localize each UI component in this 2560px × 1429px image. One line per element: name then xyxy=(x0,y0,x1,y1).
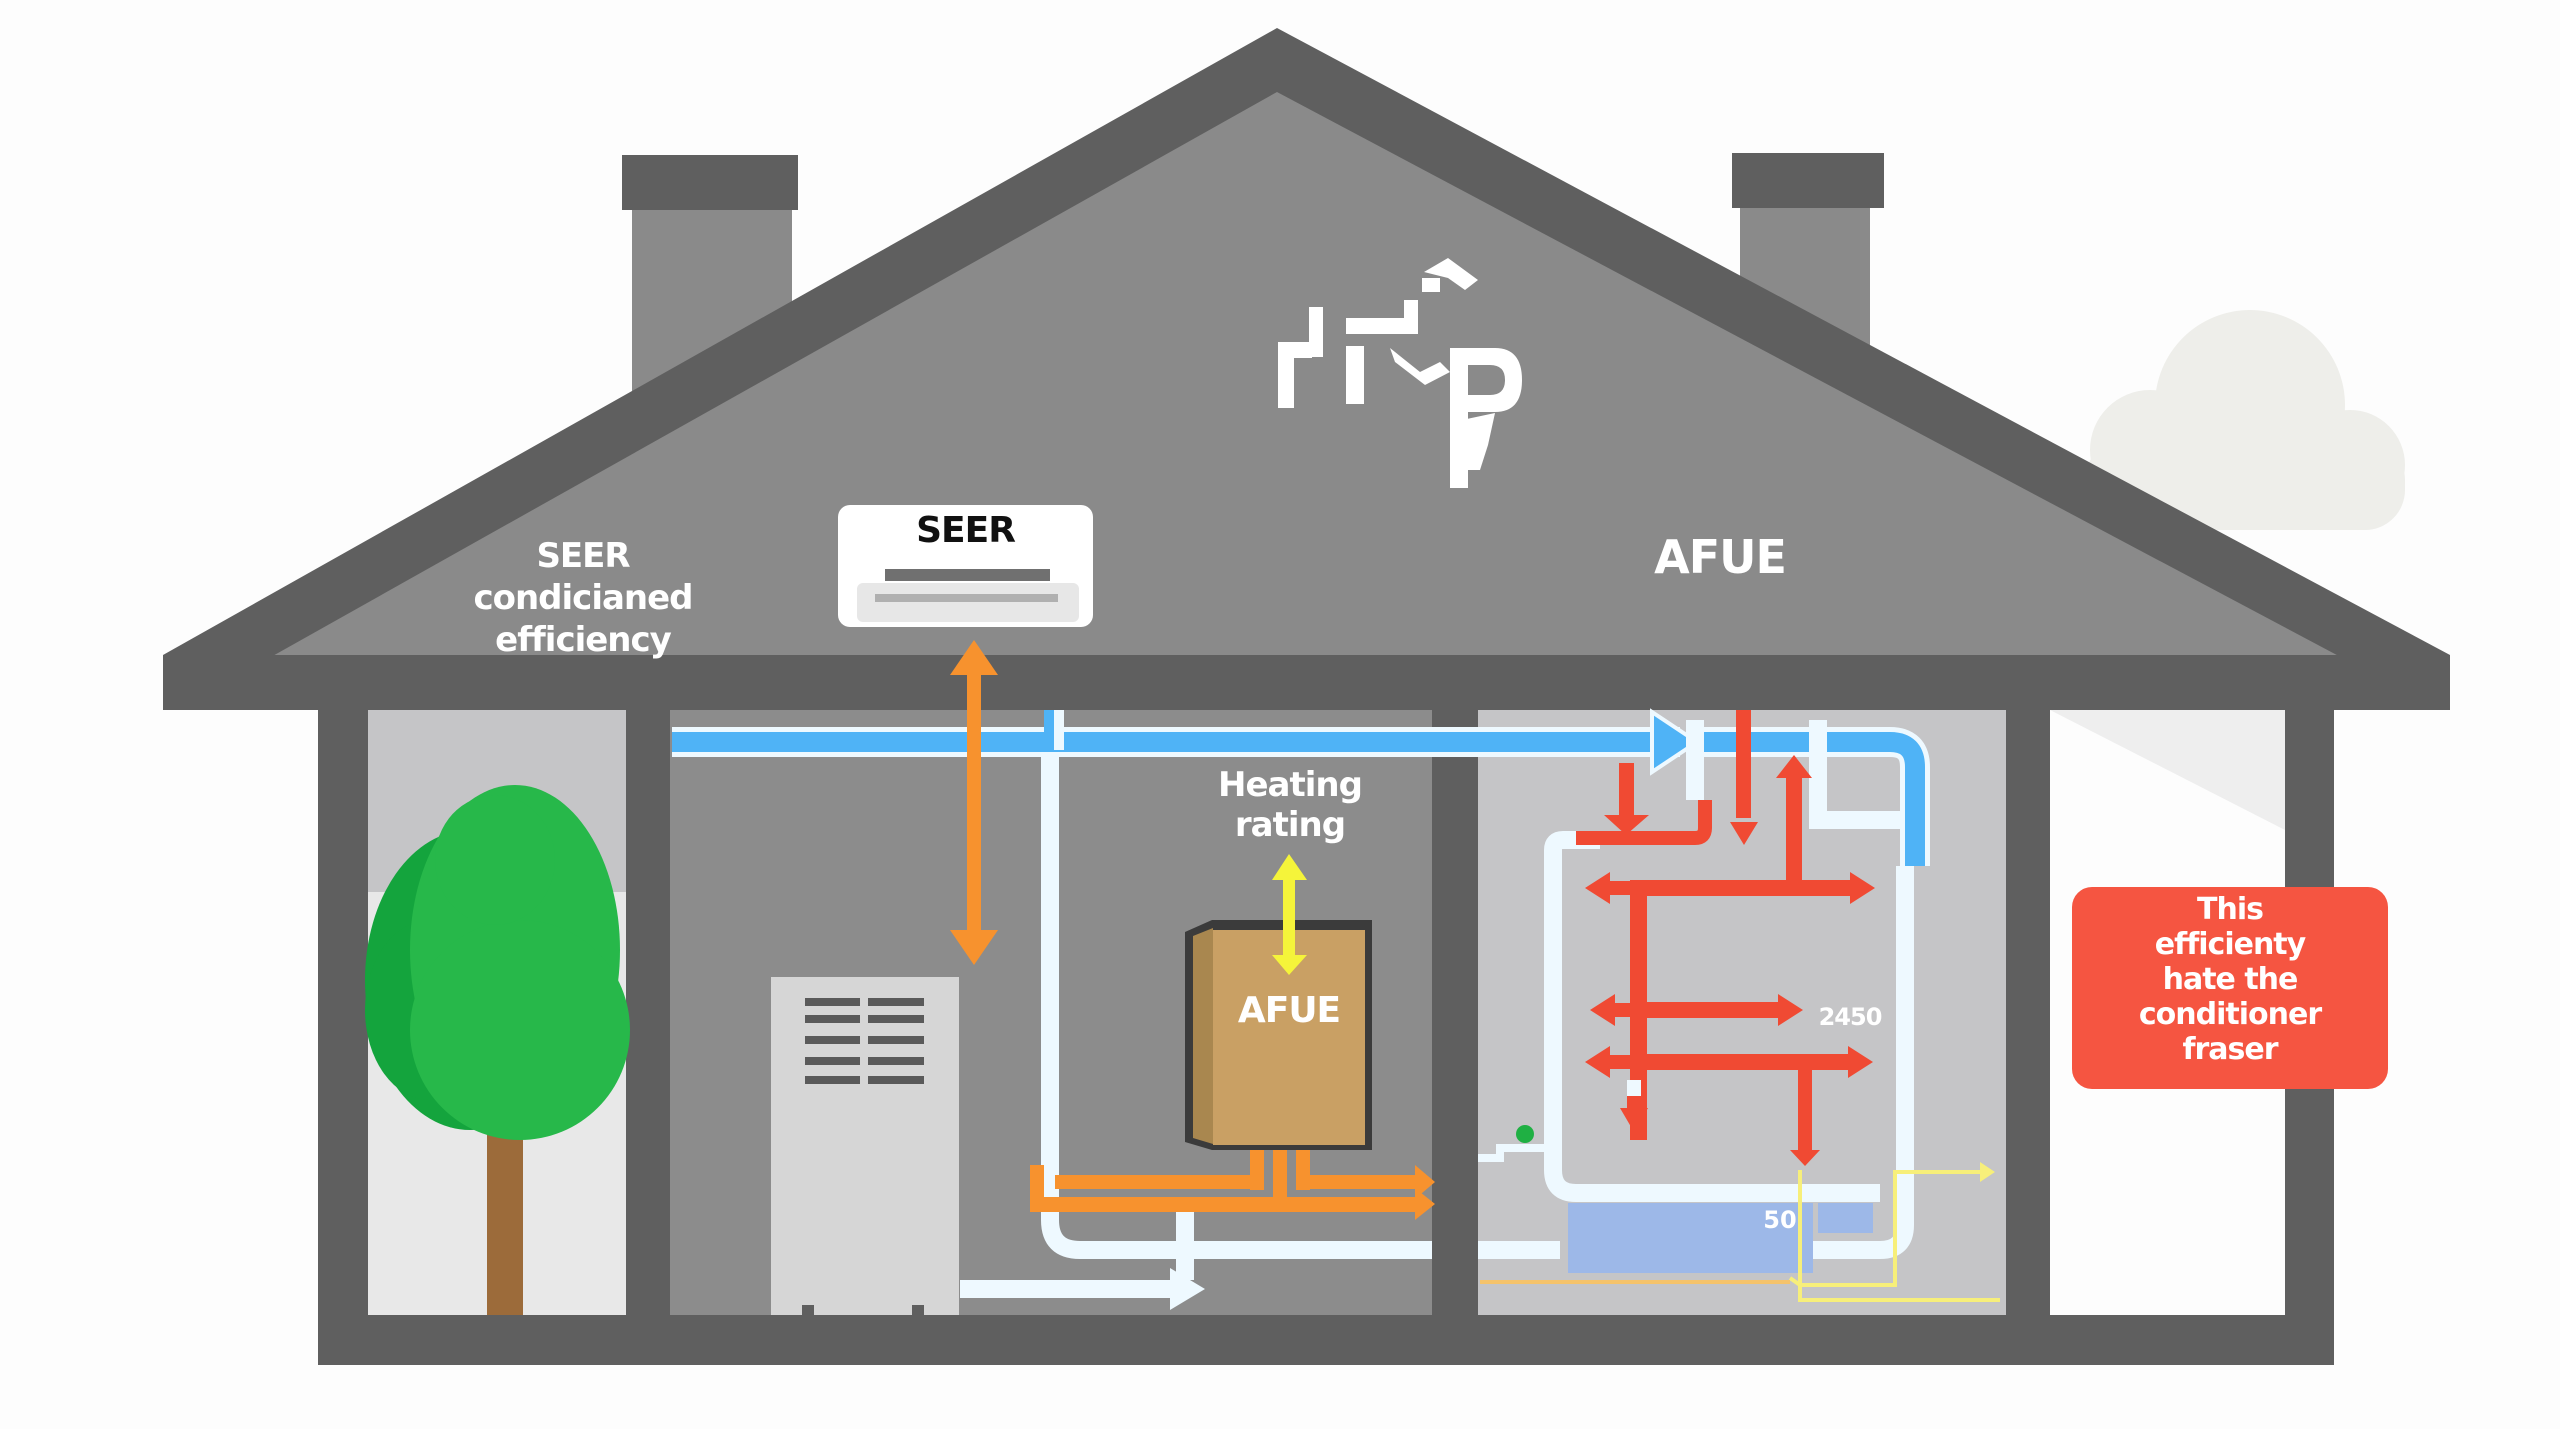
air-handler-unit xyxy=(771,977,959,1315)
attic-left-line-1: SEER xyxy=(536,536,630,576)
callout-line-3: hate the xyxy=(2162,962,2299,997)
logo-glyph-icon xyxy=(1278,258,1522,488)
ac-unit-label: SEER xyxy=(916,510,1016,551)
attic-left-line-3: efficiency xyxy=(495,620,672,660)
furnace-box xyxy=(1185,920,1372,1150)
orange-vertical-pipe xyxy=(967,650,981,940)
supply-air-duct xyxy=(672,708,1930,866)
heating-line-1: Heating xyxy=(1218,765,1363,805)
up-arrow-icon xyxy=(950,640,998,675)
tree-icon xyxy=(365,785,630,1315)
tank-value-label: 50 xyxy=(1763,1206,1797,1234)
callout-line-2: efficienty xyxy=(2154,927,2306,962)
callout-line-1: This xyxy=(2197,892,2264,927)
supply-arrow-icon xyxy=(1650,708,1701,776)
return-arrow-icon xyxy=(1170,1268,1205,1310)
return-air-duct xyxy=(960,720,1914,1298)
heat-distribution xyxy=(1576,710,1875,1166)
status-dot-icon xyxy=(1516,1125,1534,1143)
furnace-label: AFUE xyxy=(1237,990,1341,1031)
yellow-arrow-icon xyxy=(1980,1162,1995,1182)
down-arrow-icon xyxy=(950,930,998,965)
duct-value-label: 2450 xyxy=(1818,1003,1883,1031)
ac-unit xyxy=(838,505,1093,627)
attic-right-label: AFUE xyxy=(1654,530,1787,584)
heating-rating-label: Heating rating xyxy=(1170,765,1410,845)
callout-line-5: fraser xyxy=(2182,1032,2278,1067)
yellow-circuit xyxy=(1480,1170,2000,1302)
attic-left-line-2: condicianed xyxy=(473,578,693,618)
roof xyxy=(163,28,2450,710)
attic-left-label: SEER condicianed efficiency xyxy=(450,535,716,661)
orange-pipes xyxy=(950,640,1435,1220)
callout-box: This efficienty hate the conditioner fra… xyxy=(2072,887,2388,1089)
storage-tank xyxy=(1568,1203,1873,1273)
yellow-double-arrow-icon xyxy=(1272,854,1307,975)
heating-line-2: rating xyxy=(1234,805,1346,845)
callout-line-4: conditioner xyxy=(2138,997,2322,1032)
